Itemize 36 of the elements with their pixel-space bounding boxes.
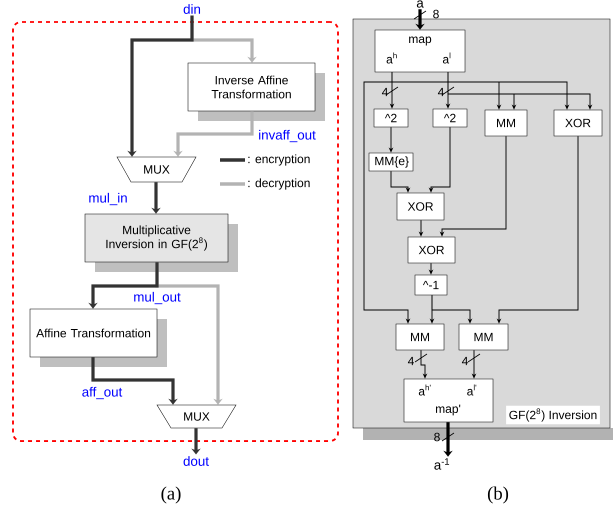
- edge-label: invaff_out: [256, 128, 318, 144]
- legend-item: : encryption: [220, 154, 310, 166]
- block-box: MM: [484, 110, 528, 136]
- signal-label: a$^{-1}$: [434, 458, 450, 470]
- block-box: XOR: [554, 110, 602, 136]
- block-box: Inverse Affine Transformation: [188, 62, 325, 121]
- block-box: a$^{h'}$ a$^{l'}$ map': [404, 378, 494, 422]
- edge-label: aff_out: [80, 386, 124, 400]
- edge-label: 4: [382, 88, 388, 96]
- block-box: Multiplicative Inversion in GF(2$^{8}$): [84, 214, 238, 272]
- block-box: XOR: [396, 192, 444, 220]
- signal-label: a: [416, 0, 424, 8]
- edge-label: 4: [462, 356, 468, 366]
- edge-label: 8: [433, 10, 439, 18]
- block-box: MM: [396, 324, 444, 350]
- panel-caption: (b): [488, 486, 508, 504]
- block-box: MM: [458, 324, 508, 350]
- dashed-boundary: [12, 21, 339, 442]
- block-box: map a$^{h}$ a$^{l}$: [374, 30, 466, 72]
- block-box: ^2: [432, 108, 468, 128]
- edge-label: mul_out: [132, 290, 182, 306]
- panel-caption: (a): [161, 486, 181, 504]
- signal-label: dout: [184, 456, 209, 466]
- block-box: ^2: [374, 108, 408, 128]
- edge-label: mul_in: [87, 192, 129, 206]
- mux-trapezoid: MUX: [116, 156, 196, 182]
- legend-item: : decryption: [220, 178, 310, 190]
- mux-trapezoid: MUX: [156, 404, 236, 428]
- block-box: Affine Transformation: [30, 308, 167, 367]
- edge-label: 8: [434, 432, 440, 442]
- edge-label: 4: [408, 356, 414, 366]
- block-box: MM{e}: [368, 152, 414, 172]
- block-box: ^-1: [414, 274, 448, 296]
- signal-label: din: [184, 4, 200, 14]
- block-box: XOR: [408, 236, 456, 264]
- edge-label: 4: [438, 88, 444, 96]
